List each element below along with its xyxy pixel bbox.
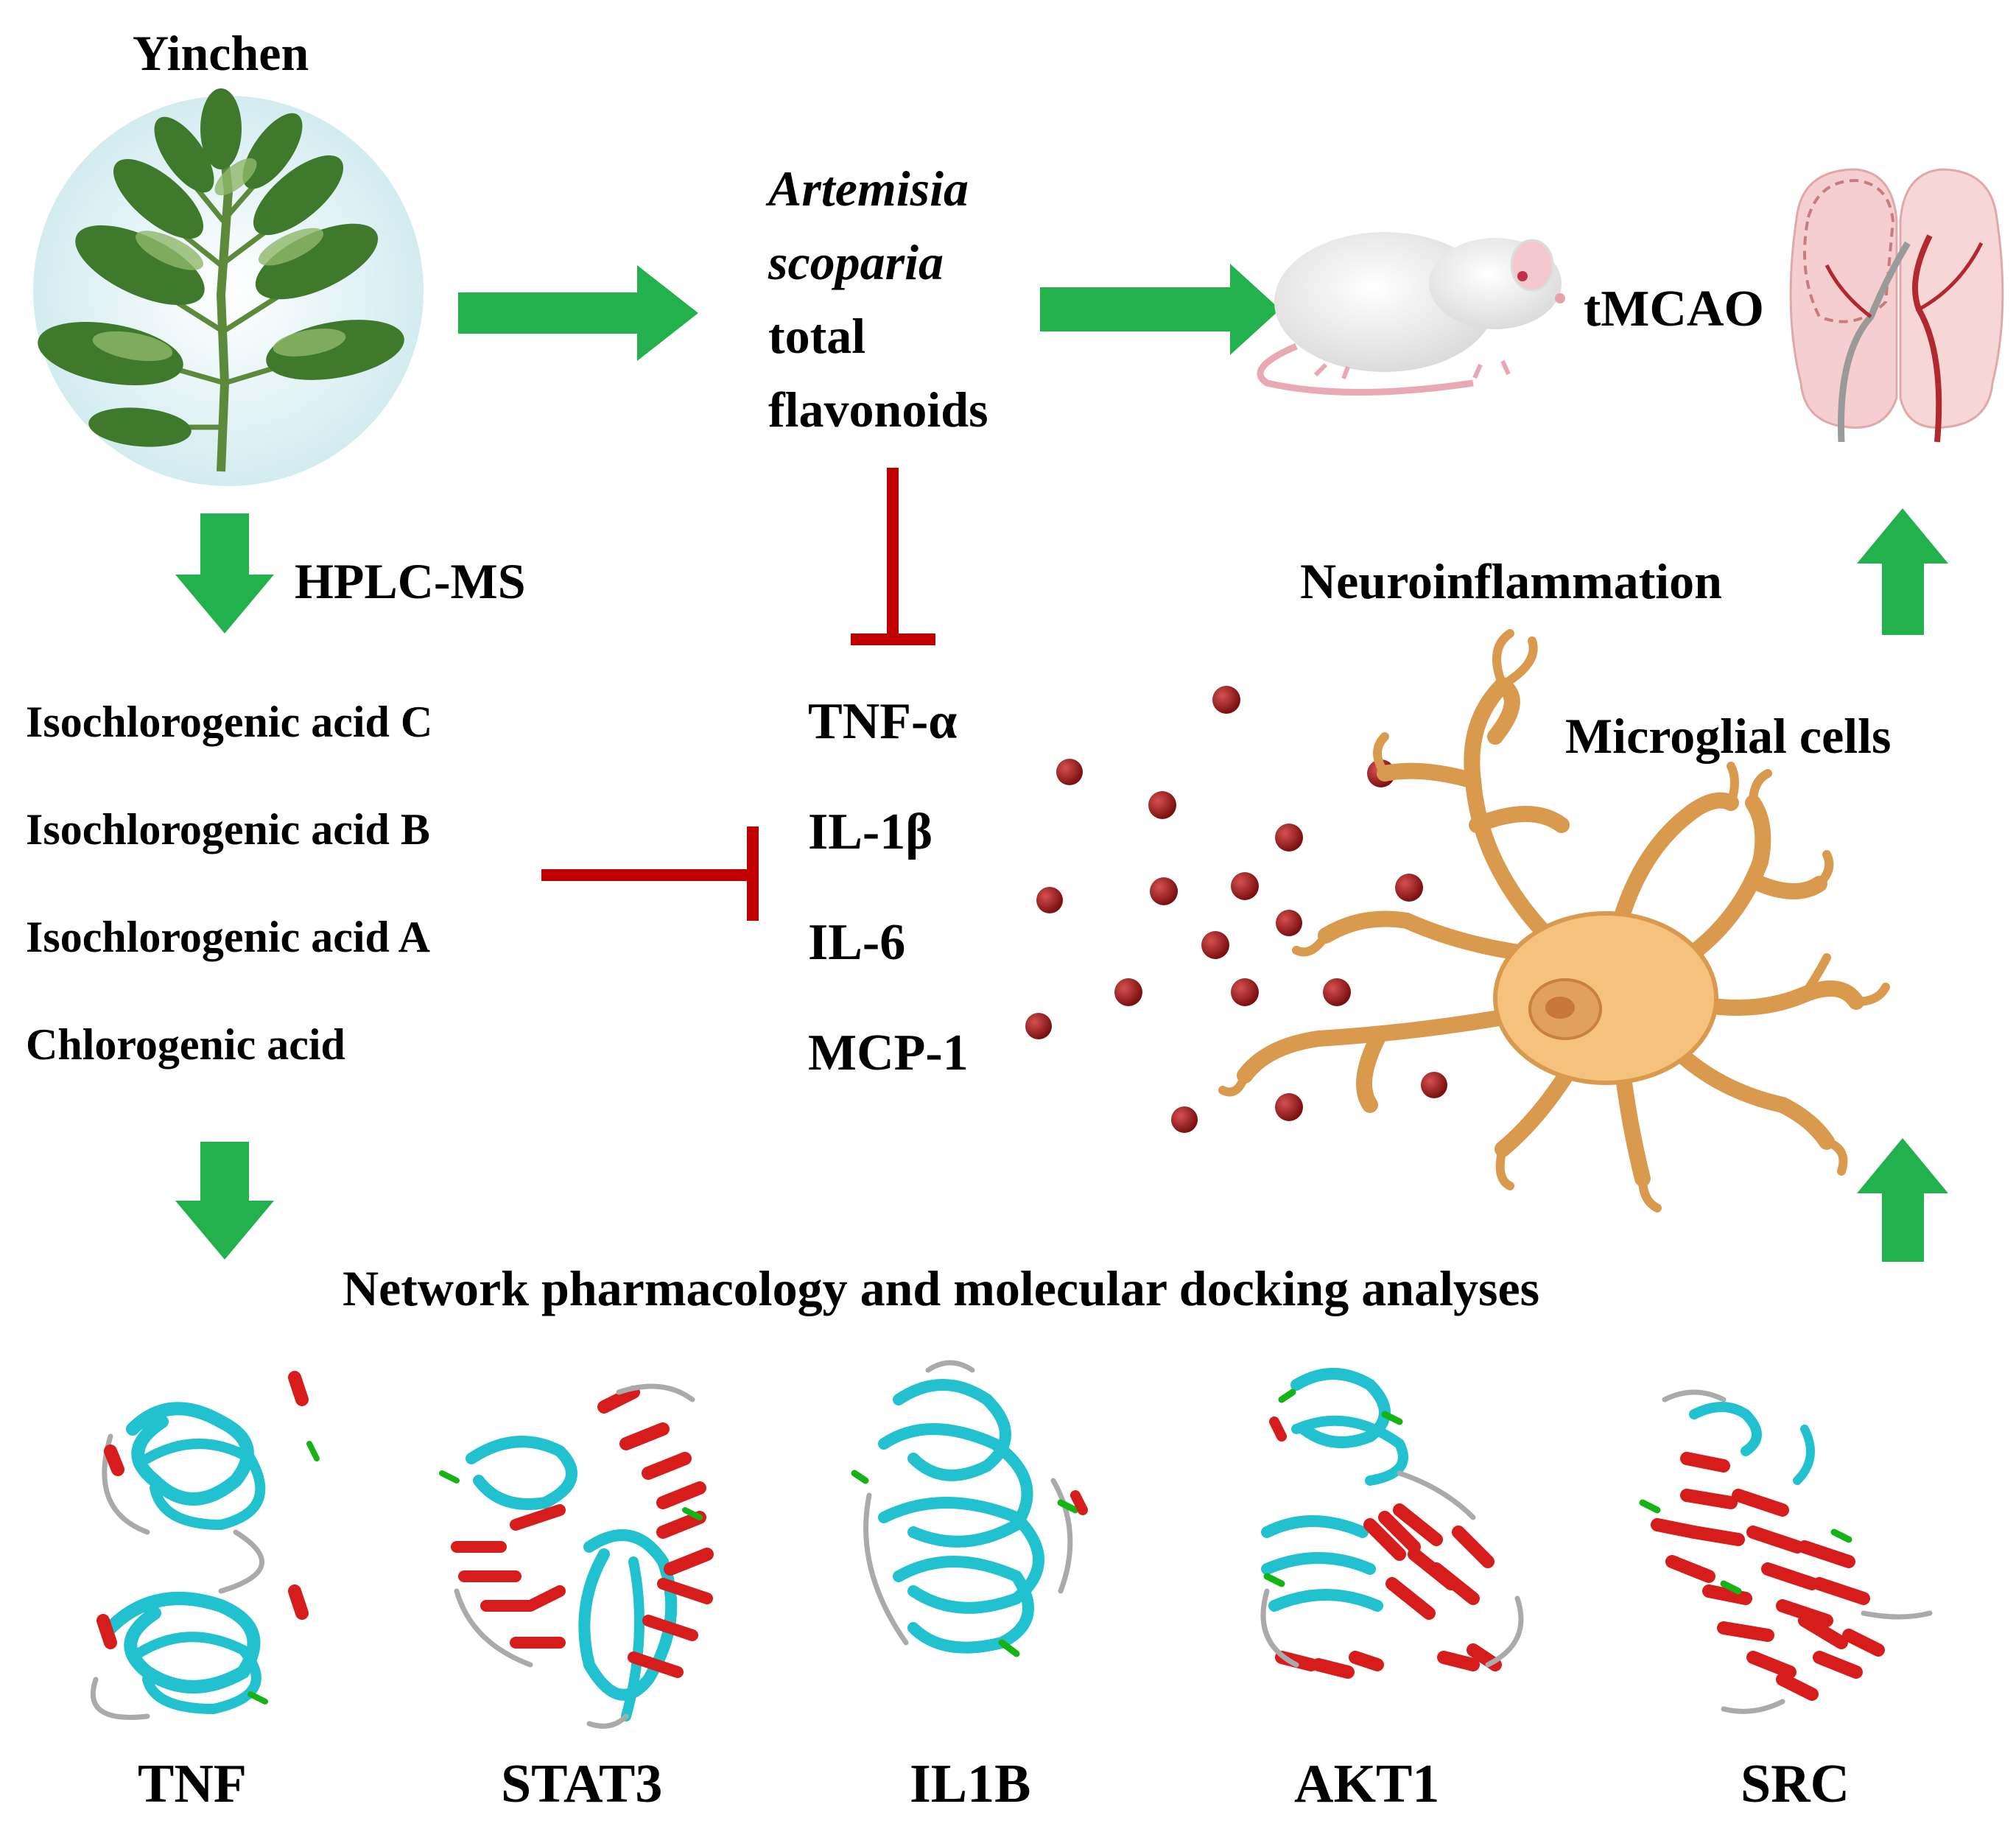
protein-stat3-structure bbox=[439, 1383, 714, 1729]
artemisia-line-4: flavonoids bbox=[768, 382, 988, 438]
protein-label-akt1: AKT1 bbox=[1294, 1754, 1440, 1814]
cytokine-item: IL-1β bbox=[808, 804, 933, 860]
cytokine-item: TNF-α bbox=[808, 693, 958, 750]
protein-label-stat3: STAT3 bbox=[501, 1754, 663, 1814]
arrow-down-1 bbox=[175, 513, 274, 633]
rat-icon bbox=[1257, 232, 1565, 396]
cytokine-list: TNF-α IL-1β IL-6 MCP-1 bbox=[808, 696, 969, 1138]
arrow-down-2 bbox=[175, 1142, 274, 1260]
hplc-label: HPLC-MS bbox=[295, 553, 526, 609]
protein-label-tnf: TNF bbox=[138, 1754, 247, 1814]
arrow-up-1 bbox=[1857, 508, 1948, 635]
compound-list: Isochlorogenic acid C Isochlorogenic aci… bbox=[26, 700, 432, 1130]
cytokine-item: IL-6 bbox=[808, 914, 906, 971]
neuroinflammation-label: Neuroinflammation bbox=[1300, 553, 1722, 609]
microglia-label: Microglial cells bbox=[1565, 708, 1892, 764]
artemisia-line-2: scoparia bbox=[768, 234, 944, 290]
artemisia-line-3: total bbox=[768, 308, 866, 364]
compound-item: Isochlorogenic acid C bbox=[26, 698, 433, 746]
artemisia-label: Artemisia scoparia total flavonoids bbox=[768, 164, 988, 458]
plant-icon bbox=[33, 88, 424, 486]
microglia-cell-icon bbox=[1218, 629, 1890, 1212]
inhibition-lines bbox=[541, 468, 935, 921]
yinchen-label: Yinchen bbox=[133, 25, 309, 81]
protein-tnf-structure bbox=[90, 1371, 320, 1720]
arrow-right-1 bbox=[458, 265, 698, 361]
protein-il1b-structure bbox=[851, 1360, 1088, 1657]
arrows bbox=[175, 264, 1948, 1262]
arrow-right-2 bbox=[1040, 264, 1280, 355]
compound-item: Isochlorogenic acid B bbox=[26, 805, 430, 854]
network-analysis-label: Network pharmacology and molecular docki… bbox=[343, 1260, 1540, 1316]
protein-label-il1b: IL1B bbox=[910, 1754, 1031, 1814]
artemisia-line-1: Artemisia bbox=[768, 161, 969, 217]
tmcao-label: tMCAO bbox=[1584, 281, 1764, 337]
compound-item: Chlorogenic acid bbox=[26, 1020, 345, 1069]
protein-label-src: SRC bbox=[1741, 1754, 1850, 1814]
brain-icon bbox=[1789, 168, 2004, 443]
compound-item: Isochlorogenic acid A bbox=[26, 913, 430, 961]
cytokine-item: MCP-1 bbox=[808, 1025, 969, 1081]
protein-akt1-structure bbox=[1260, 1368, 1524, 1679]
protein-src-structure bbox=[1639, 1389, 1933, 1714]
cytokine-beads bbox=[1025, 686, 1447, 1133]
arrow-up-2 bbox=[1857, 1138, 1948, 1262]
protein-structure-icon bbox=[90, 1360, 1933, 1729]
